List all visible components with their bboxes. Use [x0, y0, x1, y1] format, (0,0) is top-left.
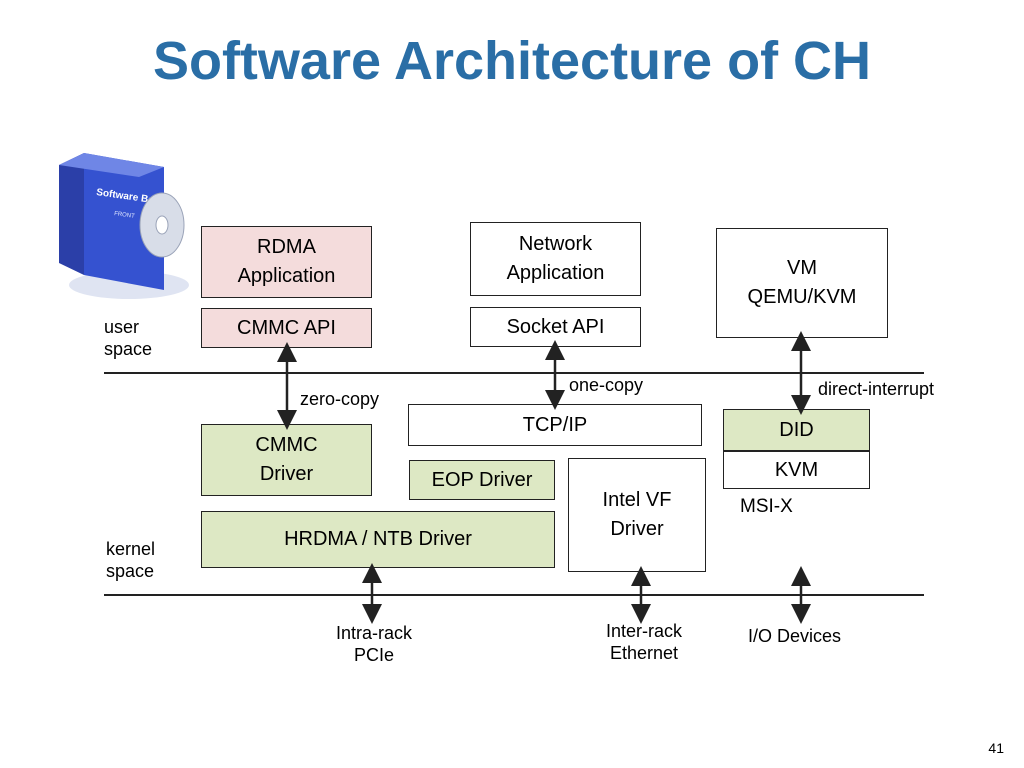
user-kernel-divider	[104, 372, 924, 374]
zero-copy-label: zero-copy	[300, 389, 380, 409]
kvm-box: KVM	[723, 451, 870, 489]
eop-driver-box: EOP Driver	[409, 460, 555, 500]
tcpip-box: TCP/IP	[408, 404, 702, 446]
slide-title: Software Architecture of CH	[152, 31, 872, 91]
software-box-icon: Software Box FRONT	[59, 153, 189, 299]
msix-label: MSI-X	[740, 496, 793, 517]
one-copy-label: one-copy	[569, 375, 644, 395]
hrdma-ntb-driver-box: HRDMA / NTB Driver	[201, 511, 555, 568]
io-devices-label: I/O Devices	[748, 626, 842, 646]
software-box-sublabel: FRONT	[114, 211, 136, 220]
kernel-hardware-divider	[104, 594, 924, 596]
direct-interrupt-label: direct-interrupt	[818, 379, 935, 399]
cmmc-api-box: CMMC API	[201, 308, 372, 348]
page-number: 41	[988, 740, 1004, 756]
